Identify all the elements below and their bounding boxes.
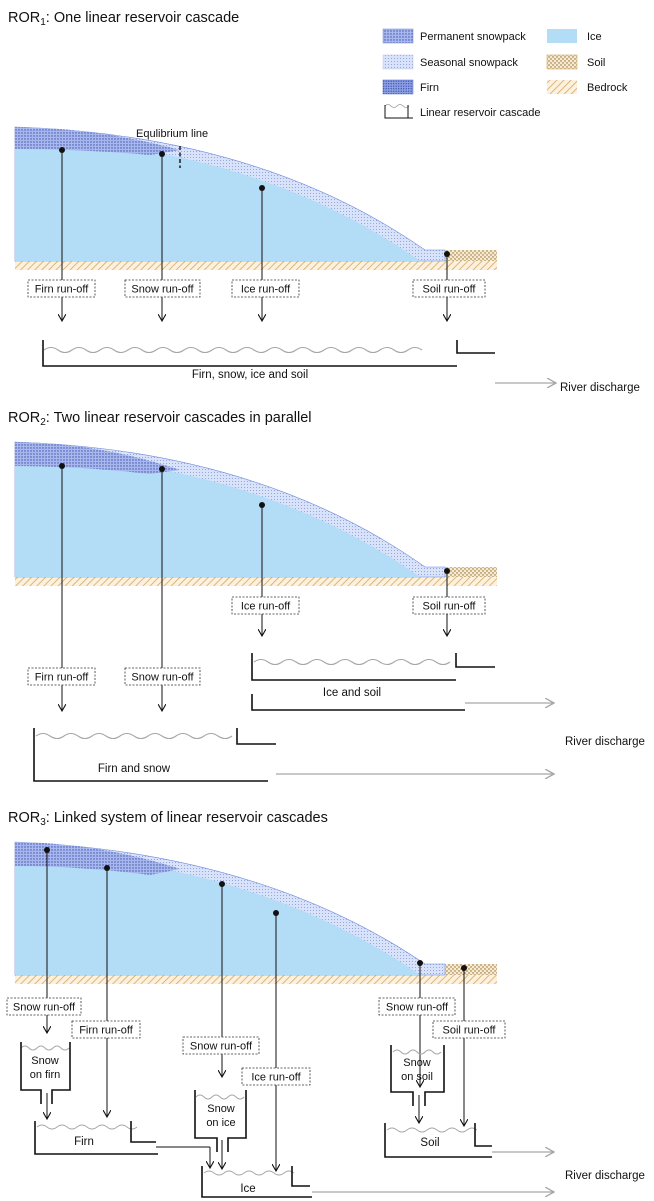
soil-layer [420, 250, 497, 261]
ice-runoff-point [259, 185, 265, 191]
soil-runoff-point [444, 251, 450, 257]
reservoir-label-soil: Soil [420, 1137, 439, 1149]
river-discharge-label-1: River discharge [560, 382, 640, 394]
snow-on-firn-line2: on firn [30, 1069, 61, 1081]
panel-ror3: ROR3: Linked system of linear reservoir … [6, 810, 645, 1198]
reservoir-label-firn-snow: Firn and snow [98, 763, 171, 775]
legend-permanent-snowpack: Permanent snowpack [420, 31, 526, 43]
snow-on-soil-line1: Snow [403, 1057, 431, 1069]
glacier-cross-section [14, 441, 497, 586]
reservoir-ice-soil: Ice and soil [251, 653, 553, 711]
reservoir-label-firn: Firn [74, 1136, 94, 1148]
river-discharge-label-3: River discharge [565, 1170, 645, 1182]
runoff-label-snow-left: Snow run-off [13, 1002, 76, 1014]
snow-on-ice-line1: Snow [207, 1103, 235, 1115]
glacier-cross-section [14, 841, 497, 984]
runoff-label-snow: Snow run-off [131, 672, 194, 684]
snow-on-ice-line2: on ice [206, 1117, 235, 1129]
reservoir-soil: Soil [384, 1123, 553, 1158]
glacier-cross-section [14, 126, 497, 270]
runoff-label-firn: Firn run-off [35, 284, 90, 296]
bedrock-layer [15, 261, 497, 270]
legend-bedrock: Bedrock [587, 82, 628, 94]
panel-title-ror3: ROR3: Linked system of linear reservoir … [8, 810, 328, 828]
panel-title-ror2: ROR2: Two linear reservoir cascades in p… [8, 410, 311, 428]
runoff-label-snow-mid: Snow run-off [190, 1041, 253, 1053]
panel-title-ror1: ROR1: One linear reservoir cascade [8, 10, 239, 28]
runoff-label-soil: Soil run-off [443, 1025, 497, 1037]
legend-soil: Soil [587, 57, 605, 69]
reservoir-snow-on-ice: Snow on ice [194, 1090, 247, 1168]
legend-firn: Firn [420, 82, 439, 94]
runoff-label-soil: Soil run-off [423, 284, 477, 296]
equilibrium-line-label: Equlibrium line [136, 128, 208, 140]
soil-swatch [546, 54, 578, 70]
cascade-wave-symbol [384, 104, 410, 108]
legend-cascade: Linear reservoir cascade [420, 107, 540, 119]
legend: Permanent snowpack Seasonal snowpack Fir… [382, 28, 628, 119]
snow-on-firn-line1: Snow [31, 1055, 59, 1067]
reservoir-label: Firn, snow, ice and soil [192, 369, 308, 381]
ice-body [15, 138, 420, 261]
reservoir-firn: Firn [34, 1121, 210, 1167]
runoff-label-ice: Ice run-off [241, 601, 291, 613]
ice-swatch [547, 29, 577, 43]
runoff-label-snow-right: Snow run-off [386, 1002, 449, 1014]
reservoir-snow-on-firn: Snow on firn [20, 1042, 71, 1118]
runoff-label-firn: Firn run-off [35, 672, 90, 684]
reservoir-firn-snow-ice-soil: Firn, snow, ice and soil [42, 340, 555, 383]
reservoir-ice: Ice [201, 1166, 553, 1198]
panel-ror2: ROR2: Two linear reservoir cascades in p… [8, 410, 645, 782]
permanent-snowpack-swatch [382, 28, 414, 44]
reservoir-label-ice: Ice [240, 1183, 255, 1195]
legend-ice: Ice [587, 31, 602, 43]
seasonal-snowpack-swatch [382, 54, 414, 70]
runoff-label-snow: Snow run-off [131, 284, 194, 296]
firn-swatch [382, 79, 414, 95]
panel-ror1: ROR1: One linear reservoir cascade Equli… [8, 10, 640, 394]
bedrock-swatch [547, 80, 577, 94]
runoff-label-ice: Ice run-off [241, 284, 291, 296]
reservoir-firn-snow: Firn and snow [33, 728, 553, 782]
cascade-symbol [384, 105, 413, 119]
reservoir-snow-on-soil: Snow on soil [390, 1045, 445, 1122]
reservoir-label-ice-soil: Ice and soil [323, 687, 381, 699]
river-discharge-label-2: River discharge [565, 736, 645, 748]
firn-runoff-point [59, 147, 65, 153]
permanent-snowpack-layer [15, 127, 180, 155]
snow-on-soil-line2: on soil [401, 1071, 433, 1083]
runoff-label-ice: Ice run-off [251, 1072, 301, 1084]
snow-runoff-point [159, 151, 165, 157]
runoff-label-soil: Soil run-off [423, 601, 477, 613]
runoff-label-firn: Firn run-off [79, 1025, 134, 1037]
legend-seasonal-snowpack: Seasonal snowpack [420, 57, 518, 69]
